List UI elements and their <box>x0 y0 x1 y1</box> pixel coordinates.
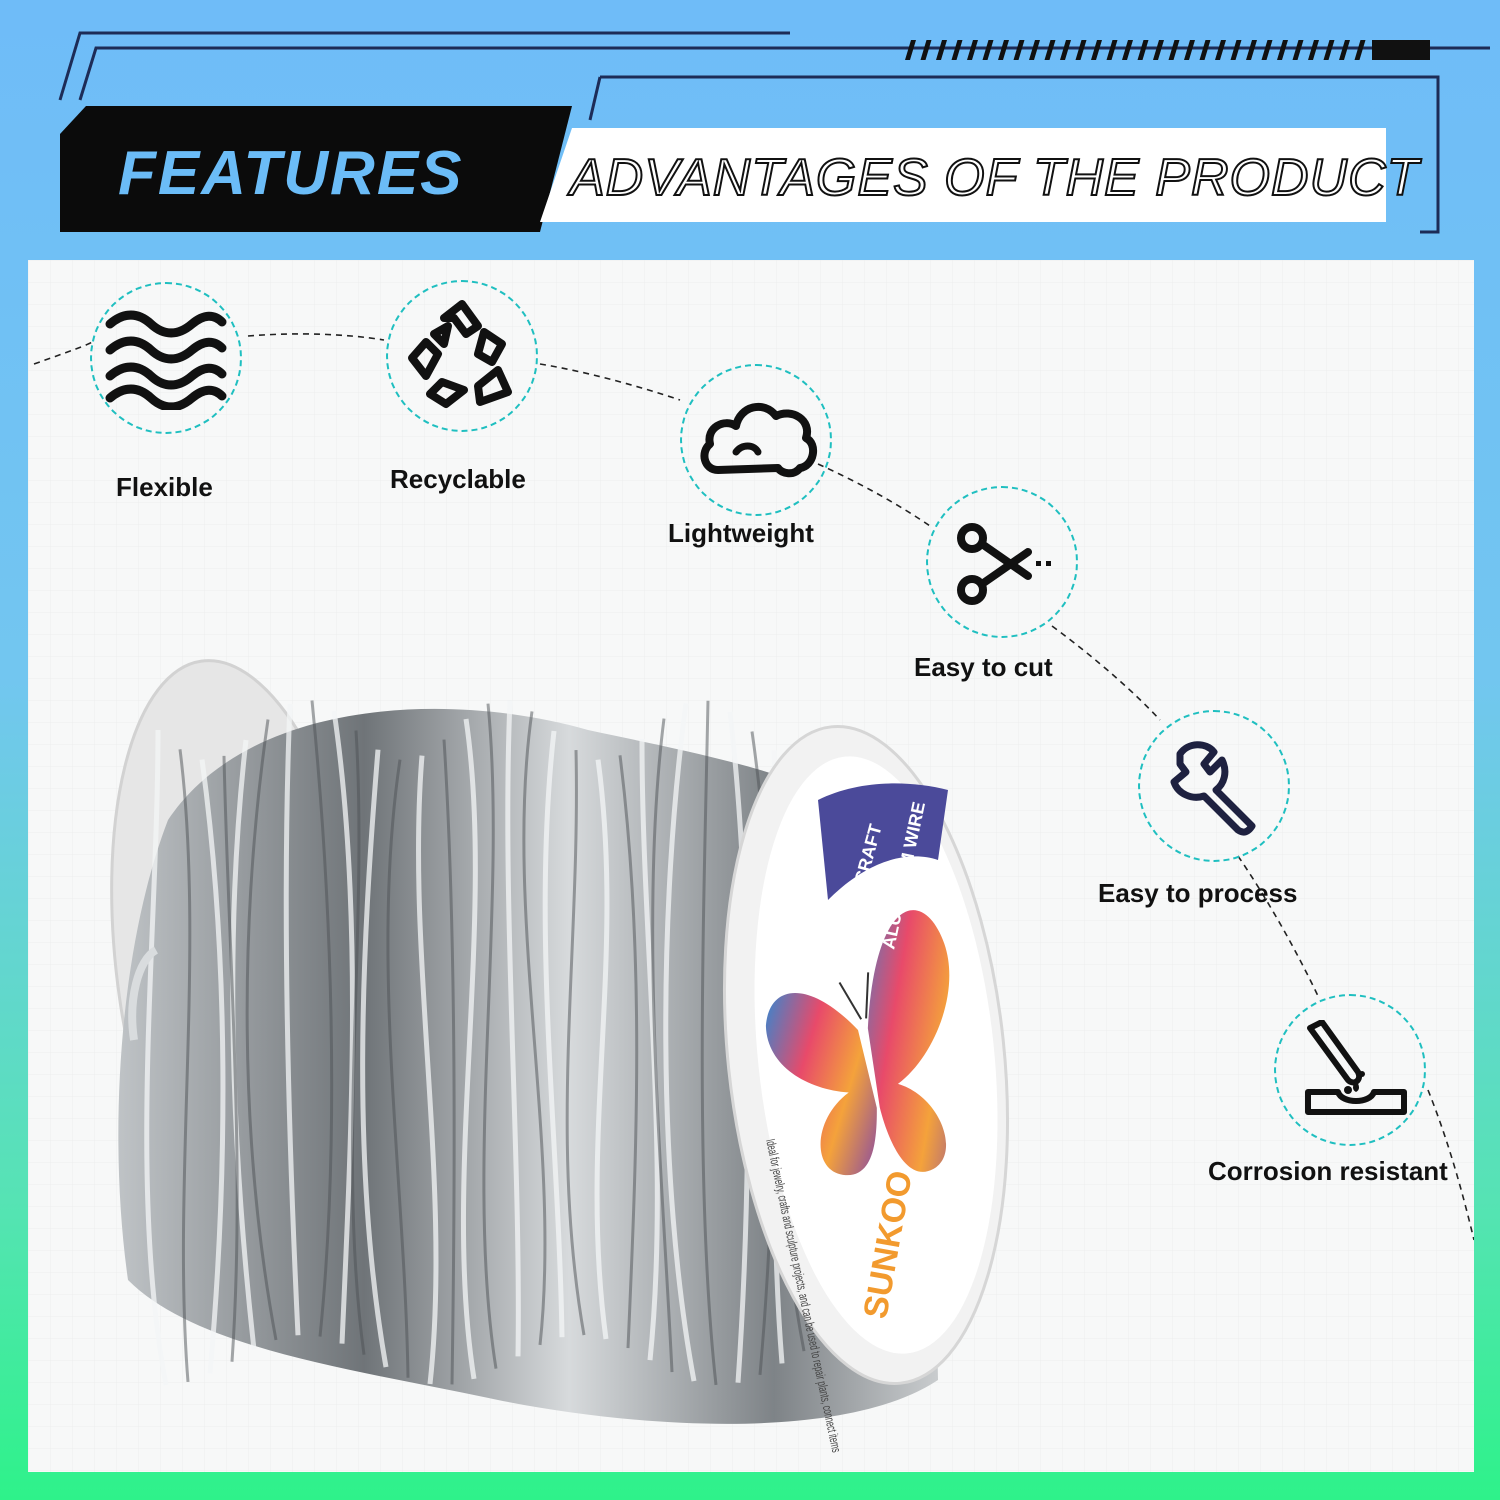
stripe <box>1184 40 1195 60</box>
feature-label: Easy to cut <box>914 652 1053 682</box>
wire-strand <box>222 755 239 1362</box>
wire-strand <box>565 750 586 1336</box>
scissors-icon <box>957 523 1051 605</box>
wire-strand <box>360 749 389 1368</box>
butterfly-logo <box>765 910 950 1175</box>
stripe <box>982 40 994 60</box>
stripe <box>1277 40 1288 60</box>
wire-strand <box>663 703 697 1382</box>
stripe <box>1199 40 1211 60</box>
recycle-icon <box>408 300 512 408</box>
wire-strand <box>310 700 334 1337</box>
wire-strand <box>594 759 610 1340</box>
label-band <box>818 783 948 900</box>
feature-label: Flexible <box>116 472 213 502</box>
wire-spool-image: CRAFT ALUMINUM WIRE SUNKOO Ideal for jew… <box>110 659 1010 1454</box>
stripe <box>1060 40 1071 60</box>
wire-strand <box>350 730 366 1355</box>
cloud-icon <box>700 403 818 478</box>
stripe <box>1354 40 1366 60</box>
feature-label: Recyclable <box>390 464 526 494</box>
wire-strand <box>331 710 355 1344</box>
stripe-pattern <box>1372 40 1430 60</box>
wire-strand <box>639 739 660 1361</box>
wire-strand <box>178 749 192 1383</box>
feature-circle <box>1274 994 1426 1146</box>
stripe <box>920 40 932 60</box>
stripe <box>1122 40 1133 60</box>
stripe <box>936 40 947 60</box>
wire-strand <box>245 719 278 1341</box>
wire-strand <box>618 755 639 1349</box>
feature-label: Easy to process <box>1098 878 1298 908</box>
stripe <box>1075 40 1087 60</box>
header-stripes <box>905 40 1366 60</box>
feature-circle <box>680 364 832 516</box>
content-panel: CRAFT ALUMINUM WIRE SUNKOO Ideal for jew… <box>28 260 1474 1472</box>
stripe <box>1308 40 1319 60</box>
stripe <box>1029 40 1040 60</box>
stripe <box>951 40 963 60</box>
stripe <box>1323 40 1335 60</box>
wire-strand <box>283 703 301 1336</box>
chemical-drip-icon <box>1305 1020 1407 1115</box>
feature-label: Lightweight <box>668 518 814 548</box>
stripe <box>1013 40 1025 60</box>
stripe <box>1153 40 1164 60</box>
wire-strand <box>199 759 226 1374</box>
header-frame <box>58 31 1490 234</box>
feature-circle <box>386 280 538 432</box>
wire-strand <box>522 711 547 1346</box>
wire-strand <box>651 718 674 1373</box>
wire-strand <box>144 729 169 1386</box>
waves-icon <box>105 310 227 410</box>
features-title: FEATURES <box>118 139 464 208</box>
wire-strand <box>461 718 478 1380</box>
wire-strand <box>386 759 410 1378</box>
feature-circle <box>90 282 242 434</box>
stripe <box>1292 40 1304 60</box>
stripe <box>1168 40 1180 60</box>
feature-circle <box>926 486 1078 638</box>
stripe <box>1339 40 1350 60</box>
wire-strand <box>416 755 439 1385</box>
stripe <box>1215 40 1226 60</box>
wire-strand <box>542 730 565 1338</box>
stripe <box>967 40 978 60</box>
stripe <box>1091 40 1102 60</box>
advantages-title: ADVANTAGES OF THE PRODUCT <box>569 148 1420 208</box>
stripe <box>1106 40 1118 60</box>
stripe <box>1230 40 1242 60</box>
wrench-icon <box>1170 741 1256 836</box>
stripe <box>998 40 1009 60</box>
feature-circle <box>1138 710 1290 862</box>
stripe <box>1261 40 1273 60</box>
stripe <box>1137 40 1149 60</box>
wire-strand <box>442 739 456 1385</box>
wire-strand <box>482 703 498 1369</box>
feature-label: Corrosion resistant <box>1208 1156 1448 1186</box>
wire-strand <box>700 700 718 1386</box>
stripe <box>1246 40 1257 60</box>
stripe <box>1044 40 1056 60</box>
wire-strand <box>505 700 521 1357</box>
stripe <box>905 40 916 60</box>
